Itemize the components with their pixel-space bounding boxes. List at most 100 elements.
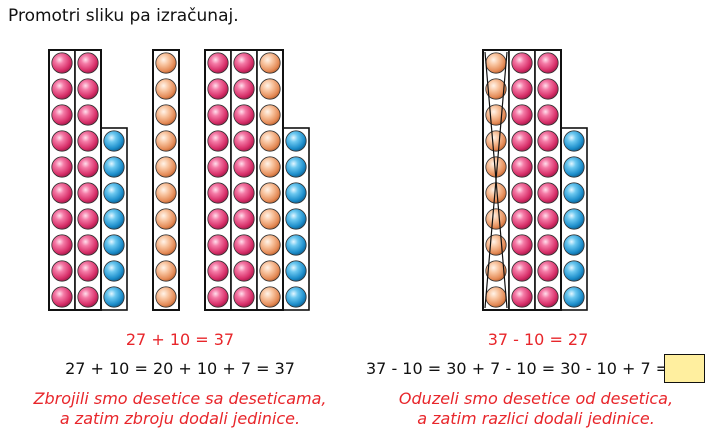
right-equation-short: 37 - 10 = 27 bbox=[487, 330, 589, 349]
pink-bead bbox=[51, 182, 73, 204]
pink-bead bbox=[207, 286, 229, 308]
pink-bead bbox=[77, 182, 99, 204]
pink-bead bbox=[233, 52, 255, 74]
right-note-line2: a zatim razlici dodali jedinice. bbox=[417, 409, 655, 428]
peach-bead bbox=[155, 156, 177, 178]
peach-bead bbox=[155, 104, 177, 126]
blue-bead bbox=[103, 130, 125, 152]
peach-bead bbox=[155, 182, 177, 204]
blue-bead bbox=[285, 156, 307, 178]
pink-bead bbox=[207, 260, 229, 282]
pink-bead bbox=[511, 182, 533, 204]
pink-bead bbox=[51, 52, 73, 74]
pink-bead bbox=[51, 208, 73, 230]
peach-bead bbox=[485, 234, 507, 256]
peach-bead bbox=[485, 260, 507, 282]
peach-bead bbox=[485, 208, 507, 230]
blue-bead bbox=[103, 182, 125, 204]
pink-bead bbox=[511, 104, 533, 126]
pink-bead bbox=[233, 156, 255, 178]
pink-bead bbox=[233, 260, 255, 282]
pink-bead bbox=[77, 156, 99, 178]
pink-bead bbox=[511, 52, 533, 74]
pink-bead bbox=[207, 156, 229, 178]
pink-bead bbox=[77, 52, 99, 74]
pink-bead bbox=[537, 156, 559, 178]
blue-bead bbox=[103, 260, 125, 282]
answer-input[interactable] bbox=[664, 354, 705, 383]
blue-bead bbox=[103, 156, 125, 178]
peach-bead bbox=[259, 182, 281, 204]
group-frame bbox=[152, 49, 180, 311]
pink-bead bbox=[77, 78, 99, 100]
left-note-line1: Zbrojili smo desetice sa deseticama, bbox=[33, 389, 327, 408]
pink-bead bbox=[537, 130, 559, 152]
peach-bead bbox=[155, 286, 177, 308]
cross-out-line-2 bbox=[484, 51, 508, 309]
pink-bead bbox=[77, 208, 99, 230]
blue-bead bbox=[563, 130, 585, 152]
pink-bead bbox=[51, 156, 73, 178]
blue-bead bbox=[285, 130, 307, 152]
pink-bead bbox=[233, 286, 255, 308]
sum-group bbox=[204, 49, 310, 311]
pink-bead bbox=[511, 156, 533, 178]
peach-bead bbox=[485, 78, 507, 100]
pink-bead bbox=[51, 130, 73, 152]
blue-bead bbox=[285, 208, 307, 230]
pink-bead bbox=[207, 182, 229, 204]
blue-bead bbox=[103, 208, 125, 230]
peach-bead bbox=[259, 156, 281, 178]
blue-bead bbox=[103, 234, 125, 256]
pink-bead bbox=[537, 286, 559, 308]
peach-bead bbox=[259, 130, 281, 152]
pink-bead bbox=[51, 260, 73, 282]
left-equation-short: 27 + 10 = 37 bbox=[125, 330, 235, 349]
pink-bead bbox=[233, 130, 255, 152]
pink-bead bbox=[233, 182, 255, 204]
pink-bead bbox=[51, 286, 73, 308]
pink-bead bbox=[77, 260, 99, 282]
peach-bead bbox=[155, 208, 177, 230]
pink-bead bbox=[537, 52, 559, 74]
pink-bead bbox=[233, 208, 255, 230]
peach-bead bbox=[259, 52, 281, 74]
pink-bead bbox=[77, 286, 99, 308]
pink-bead bbox=[207, 52, 229, 74]
blue-bead bbox=[285, 182, 307, 204]
pink-bead bbox=[511, 130, 533, 152]
blue-bead bbox=[563, 208, 585, 230]
pink-bead bbox=[233, 234, 255, 256]
pink-bead bbox=[537, 208, 559, 230]
group-frame bbox=[48, 49, 102, 311]
peach-bead bbox=[155, 52, 177, 74]
pink-bead bbox=[51, 234, 73, 256]
instruction-title: Promotri sliku pa izračunaj. bbox=[8, 6, 239, 26]
peach-bead bbox=[485, 286, 507, 308]
pink-bead bbox=[537, 78, 559, 100]
peach-bead bbox=[259, 234, 281, 256]
peach-bead bbox=[155, 130, 177, 152]
pink-bead bbox=[233, 78, 255, 100]
peach-bead bbox=[259, 78, 281, 100]
blue-bead bbox=[285, 260, 307, 282]
peach-bead bbox=[155, 78, 177, 100]
pink-bead bbox=[207, 78, 229, 100]
blue-bead bbox=[563, 286, 585, 308]
pink-bead bbox=[537, 104, 559, 126]
blue-bead bbox=[563, 182, 585, 204]
left-group bbox=[48, 49, 128, 311]
peach-bead bbox=[155, 260, 177, 282]
left-note-line2: a zatim zbroju dodali jedinice. bbox=[59, 409, 301, 428]
pink-bead bbox=[511, 234, 533, 256]
blue-bead bbox=[563, 156, 585, 178]
pink-bead bbox=[77, 234, 99, 256]
pink-bead bbox=[77, 104, 99, 126]
pink-bead bbox=[511, 260, 533, 282]
pink-bead bbox=[51, 104, 73, 126]
peach-bead bbox=[259, 260, 281, 282]
pink-bead bbox=[207, 130, 229, 152]
peach-bead bbox=[485, 104, 507, 126]
pink-bead bbox=[207, 104, 229, 126]
